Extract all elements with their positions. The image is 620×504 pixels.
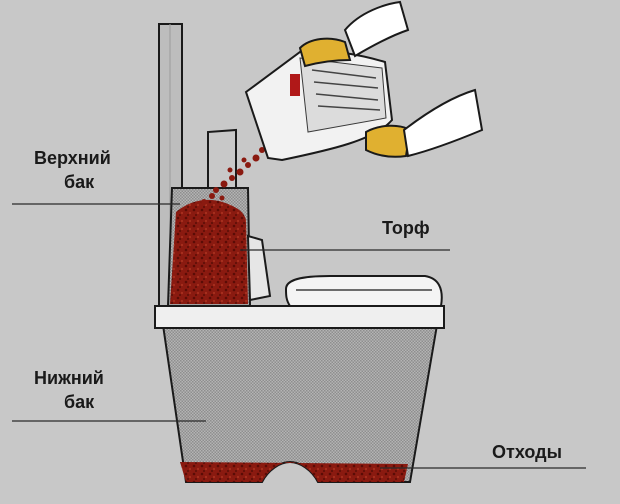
toilet-seat-platform bbox=[154, 305, 445, 329]
upper-tank-label-line2: бак bbox=[64, 172, 95, 192]
upper-tank-label-line1: Верхний bbox=[34, 148, 111, 168]
waste-label: Отходы bbox=[492, 442, 562, 462]
hopper-lever bbox=[207, 128, 237, 188]
peat-bag bbox=[244, 49, 394, 162]
lower-tank bbox=[161, 324, 439, 483]
toilet-lid bbox=[284, 275, 443, 307]
lower-tank-label-line1: Нижний bbox=[34, 368, 104, 388]
peat-fill bbox=[170, 199, 248, 304]
peat-label: Торф bbox=[382, 218, 430, 238]
gloved-hands bbox=[298, 0, 484, 158]
falling-peat bbox=[201, 147, 265, 205]
waste-layer bbox=[180, 462, 408, 482]
lower-tank-label-line2: бак bbox=[64, 392, 95, 412]
upper-tank bbox=[166, 187, 272, 307]
